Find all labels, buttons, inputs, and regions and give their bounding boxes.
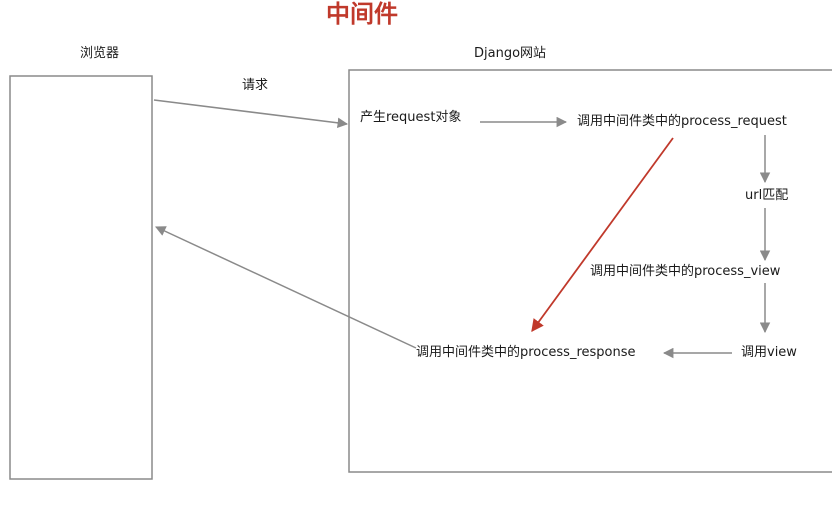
node-process-view: 调用中间件类中的process_view bbox=[590, 264, 781, 279]
node-process-response: 调用中间件类中的process_response bbox=[416, 345, 636, 360]
node-process-request: 调用中间件类中的process_request bbox=[577, 114, 787, 129]
node-call-view: 调用view bbox=[741, 345, 797, 360]
response-arrow bbox=[155, 226, 417, 349]
request-label: 请求 bbox=[242, 78, 269, 93]
django-site-label: Django网站 bbox=[474, 46, 547, 61]
node-url-match: url匹配 bbox=[745, 188, 789, 203]
browser-label: 浏览器 bbox=[80, 46, 120, 61]
node-create-request: 产生request对象 bbox=[360, 110, 462, 125]
django-site-box bbox=[348, 69, 832, 473]
request-arrow bbox=[153, 99, 349, 129]
diagram-title: 中间件 bbox=[326, 0, 398, 28]
shortcut-response-arrow bbox=[531, 137, 674, 333]
browser-box bbox=[9, 75, 153, 480]
